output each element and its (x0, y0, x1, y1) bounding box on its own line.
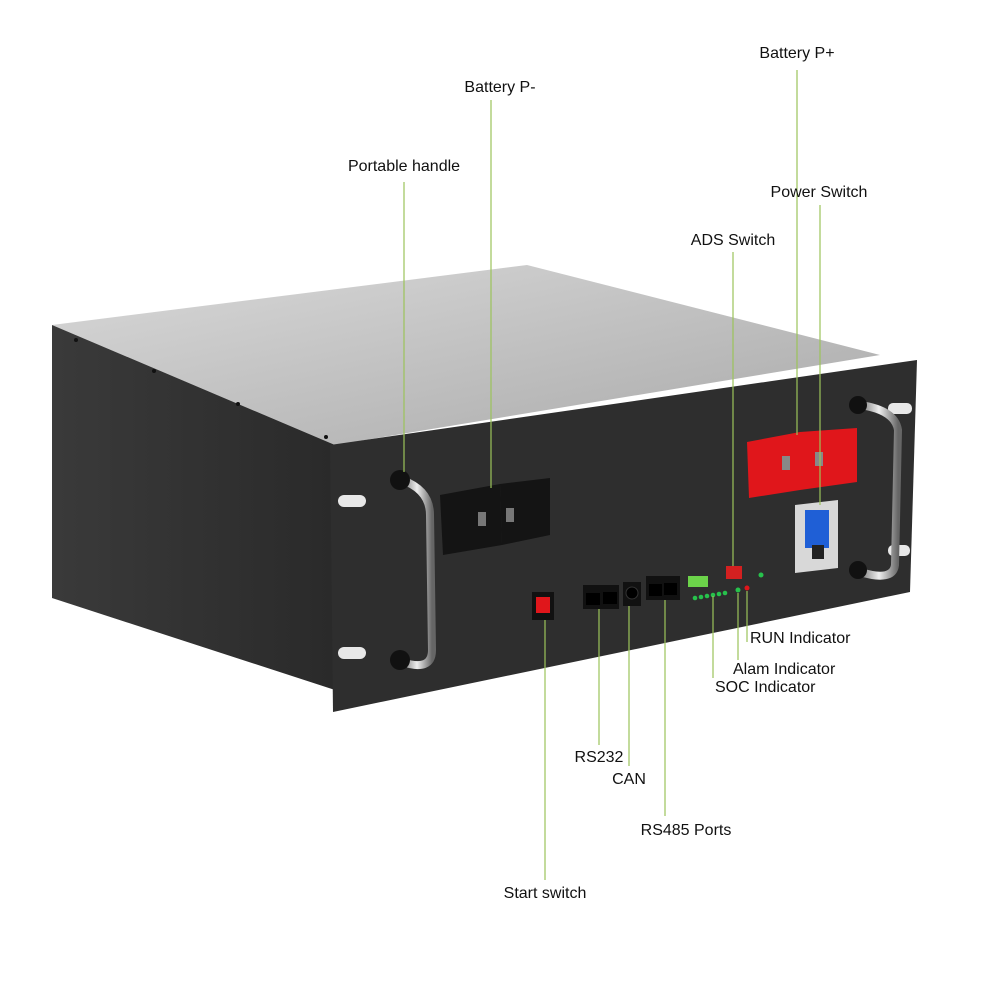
rs232-port[interactable] (583, 585, 619, 609)
case-top (52, 265, 880, 445)
portable-handle-right (849, 396, 903, 580)
label-power-switch: Power Switch (771, 184, 868, 201)
label-alarm-indicator: Alam Indicator (733, 661, 836, 678)
label-run-indicator: RUN Indicator (750, 630, 851, 647)
status-led (758, 572, 764, 578)
start-switch[interactable] (532, 592, 554, 620)
portable-handle-left (390, 470, 437, 670)
battery-negative-terminal (440, 478, 550, 555)
label-battery-p-plus: Battery P+ (759, 45, 834, 62)
label-rs232: RS232 (575, 749, 624, 766)
side-screws (74, 338, 328, 439)
label-portable-handle: Portable handle (348, 158, 460, 175)
power-switch[interactable] (795, 500, 838, 573)
label-battery-p-minus: Battery P- (464, 79, 535, 96)
rs485-ports[interactable] (646, 576, 680, 600)
battery-positive-terminal (747, 428, 857, 498)
label-rs485: RS485 Ports (641, 822, 732, 839)
dry-contact-terminal (688, 576, 708, 587)
can-port[interactable] (623, 582, 641, 606)
run-indicator-led (735, 587, 741, 593)
label-ads-switch: ADS Switch (691, 232, 775, 249)
label-can: CAN (612, 771, 646, 788)
ads-switch[interactable] (726, 566, 742, 579)
soc-indicator-leds (692, 590, 728, 601)
alarm-indicator-led (744, 585, 750, 591)
leader-lines (403, 70, 821, 880)
label-soc-indicator: SOC Indicator (715, 679, 816, 696)
label-start-switch: Start switch (504, 885, 587, 902)
case-side (52, 325, 335, 690)
